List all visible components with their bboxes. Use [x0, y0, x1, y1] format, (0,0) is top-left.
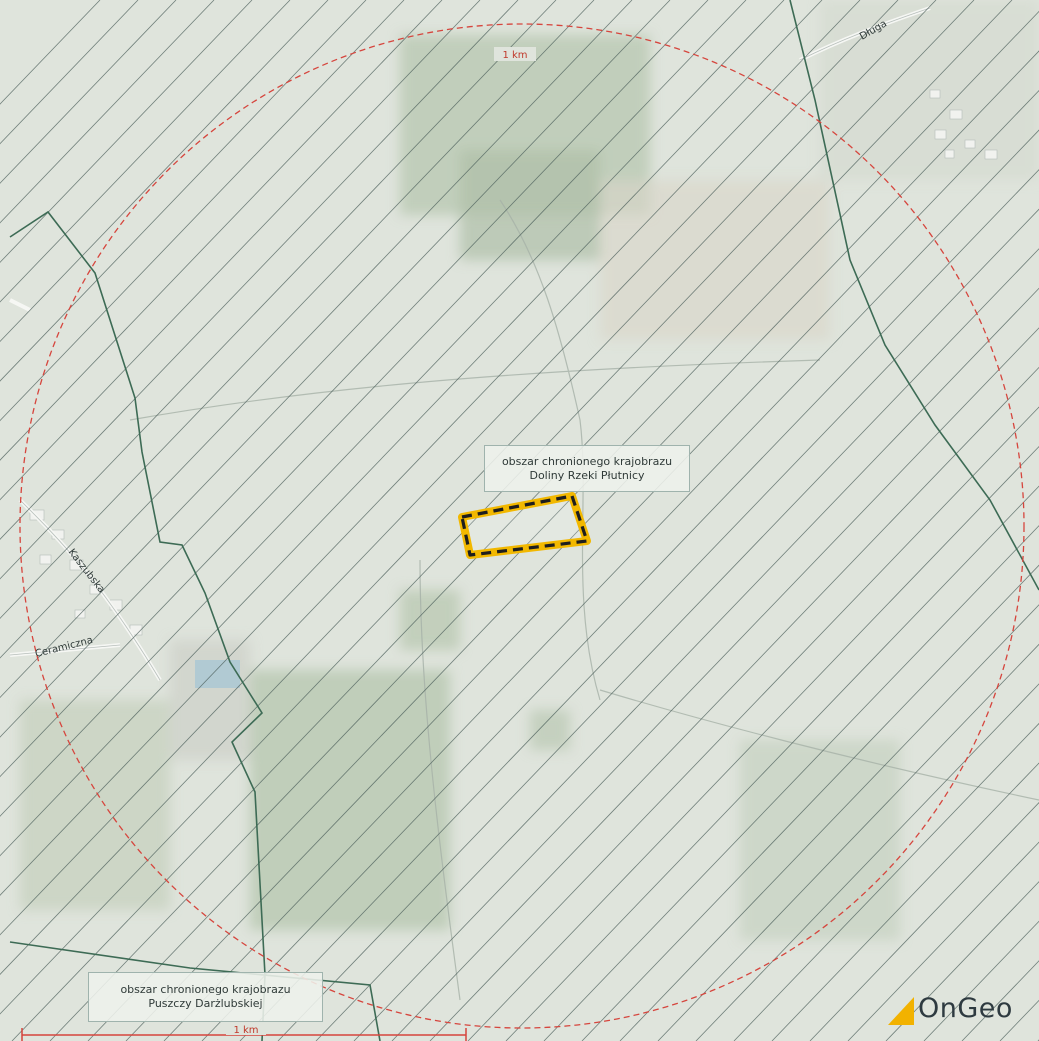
hatch-line [0, 0, 785, 817]
hatch-line [0, 0, 633, 659]
hatch-line [0, 0, 177, 184]
hatch-line [657, 643, 1039, 1041]
hatch-line [0, 0, 975, 1015]
hatch-line [0, 0, 367, 382]
protected-area-label-line2: Doliny Rzeki Płutnicy [529, 469, 645, 482]
ongeo-triangle-icon [888, 997, 914, 1025]
hatch-line [0, 0, 405, 422]
logo-text: OnGeo [918, 993, 1013, 1024]
hatch-line [125, 89, 1039, 1041]
hatch-line [87, 50, 1039, 1041]
protected-area-label-line2: Puszczy Darżlubskiej [148, 997, 263, 1010]
hatch-line [733, 722, 1039, 1041]
hatch-line [49, 10, 1039, 1041]
hatch-line [771, 762, 1039, 1041]
hatch-line [239, 208, 1039, 1041]
hatch-line [429, 406, 1039, 1041]
hatch-line [0, 0, 709, 738]
hatch-line [467, 446, 1039, 1041]
buffer-label: 1 km [502, 50, 527, 61]
protected-area-label-plutnica: obszar chronionego krajobrazu Doliny Rze… [484, 445, 690, 492]
settlement-northeast [929, 89, 998, 160]
hatch-line [695, 683, 1039, 1041]
hatch-line [11, 0, 1013, 1041]
hatch-line [0, 0, 481, 501]
hatch-line [391, 366, 1039, 1041]
hatch-line [0, 0, 443, 461]
hatch-line [543, 525, 1039, 1041]
parcel-outline[interactable] [458, 492, 591, 559]
hatch-line [0, 0, 747, 778]
hatch-line [0, 0, 861, 896]
hatch-line [0, 0, 215, 224]
hatch-line [0, 0, 557, 580]
hatch-line [277, 248, 1039, 1041]
ongeo-logo: OnGeo [884, 993, 1034, 1031]
terrain-patches [20, 0, 1039, 940]
protected-area-label-line1: obszar chronionego krajobrazu [501, 455, 673, 468]
hatch-line [0, 0, 595, 619]
hatch-line [0, 0, 253, 263]
hatch-line [0, 0, 519, 540]
road-outlines [9, 7, 931, 681]
hatch-line [0, 0, 671, 699]
hatch-line [163, 129, 1039, 1041]
hatch-line [353, 327, 1039, 1041]
protected-area-label-darzlubska: obszar chronionego krajobrazu Puszczy Da… [88, 972, 323, 1022]
hatch-line [201, 169, 1039, 1041]
hatch-line [0, 0, 899, 936]
scale-bar-label: 1 km [233, 1025, 258, 1036]
hatch-line [0, 0, 937, 975]
hatch-line [847, 841, 1039, 1041]
hatch-line [581, 564, 1039, 1041]
hatch-line [505, 485, 1039, 1041]
scale-bar: 1 km [21, 1022, 467, 1041]
hatch-line [315, 287, 1039, 1041]
water-pond [195, 660, 240, 688]
buffer-circle-1km [19, 23, 1025, 1029]
hatch-line [809, 802, 1039, 1041]
protected-area-label-line1: obszar chronionego krajobrazu [120, 983, 291, 996]
hatch-line [0, 0, 823, 857]
hatch-line [0, 0, 329, 343]
hatch-line [619, 604, 1039, 1041]
buffer-label-bg [494, 47, 536, 61]
hatch-line [0, 0, 291, 303]
